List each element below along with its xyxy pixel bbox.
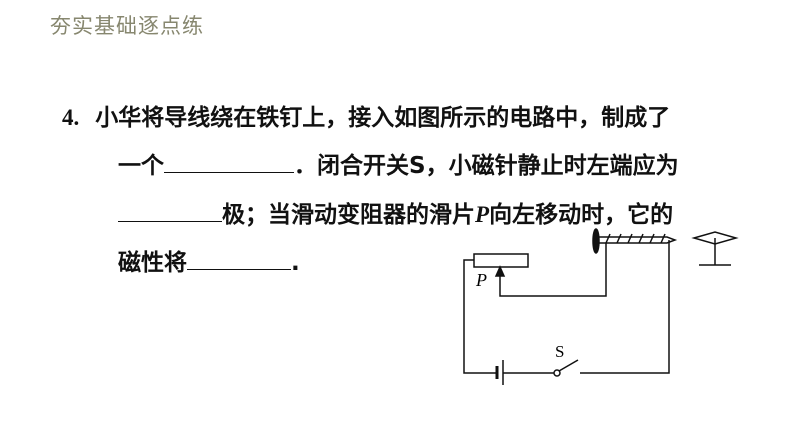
question-line-4: 磁性将. [118, 243, 300, 277]
switch-pivot [553, 369, 561, 377]
rheostat [473, 253, 529, 268]
question-line-3: 极；当滑动变阻器的滑片P向左移动时，它的 [118, 195, 673, 229]
slider-arrow [494, 265, 506, 277]
answer-blank-3[interactable] [187, 249, 291, 270]
question-text: 一个 [118, 153, 164, 179]
answer-blank-2[interactable] [118, 201, 222, 222]
question-text: ．闭合开关S，小磁针静止时左端应为 [294, 153, 679, 179]
slider-label: P [476, 270, 487, 290]
wire [463, 259, 497, 374]
coil [605, 233, 666, 244]
iron-nail [599, 236, 678, 244]
switch-lever [558, 359, 579, 372]
question-text: 磁性将 [118, 250, 187, 276]
question-text: 小华将导线绕在铁钉上，接入如图所示的电路中，制成了 [95, 105, 671, 131]
switch-label: S [555, 342, 565, 361]
variable-p: P [475, 202, 490, 227]
section-header: 夯实基础逐点练 [50, 14, 204, 38]
wire [580, 240, 670, 374]
wire [499, 243, 607, 297]
compass-needle [691, 231, 739, 245]
question-number: 4. [62, 105, 80, 130]
question-text: 极；当滑动变阻器的滑片 [222, 202, 475, 228]
answer-blank-1[interactable] [164, 152, 294, 173]
question-text: . [291, 250, 300, 276]
question-line-2: 一个 ．闭合开关S，小磁针静止时左端应为 [118, 146, 679, 180]
nail-head [592, 228, 600, 254]
question-text: 向左移动时，它的 [489, 202, 674, 228]
question-line-1: 4. 小华将导线绕在铁钉上，接入如图所示的电路中，制成了 [62, 98, 670, 132]
